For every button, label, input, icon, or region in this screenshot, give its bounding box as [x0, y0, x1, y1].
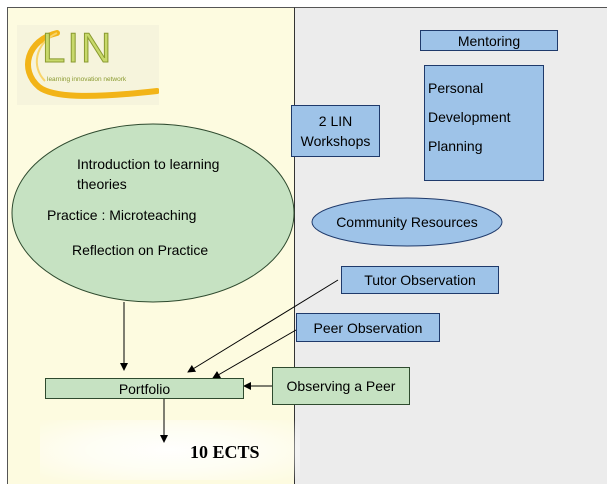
peer-observation-box: Peer Observation: [296, 313, 440, 342]
background-glow: [40, 420, 300, 480]
community-ellipse: [311, 197, 503, 247]
observing-peer-label: Observing a Peer: [286, 378, 396, 394]
arrow-tutor-to-portfolio: [187, 279, 339, 373]
ellipse-line-1: Introduction to learning: [77, 156, 220, 172]
tutor-observation-box: Tutor Observation: [341, 266, 499, 294]
logo-swoosh-icon: [25, 30, 159, 99]
mentoring-box: Mentoring: [420, 30, 558, 51]
ellipse-line-3: Practice : Microteaching: [47, 207, 197, 223]
observing-peer-box: Observing a Peer: [272, 367, 410, 405]
ellipse-line-2: theories: [77, 176, 127, 192]
main-ellipse: [11, 123, 295, 303]
mentoring-label: Mentoring: [457, 32, 521, 49]
pdp-line-3: Planning: [428, 138, 483, 154]
workshops-line-1: 2 LIN: [318, 113, 353, 129]
ects-label: 10 ECTS: [190, 442, 260, 462]
workshops-box: 2 LIN Workshops: [291, 105, 380, 157]
community-label: Community Resources: [336, 214, 478, 230]
lin-logo: [17, 25, 159, 105]
pdp-line-2: Development: [428, 109, 511, 125]
logo-letters: LIN: [41, 24, 114, 72]
portfolio-box: Portfolio: [45, 378, 244, 399]
tutor-observation-label: Tutor Observation: [364, 272, 476, 288]
logo-subtitle: learning innovation network: [47, 76, 127, 83]
pdp-box: Personal Development Planning: [424, 65, 544, 181]
peer-observation-label: Peer Observation: [313, 319, 423, 336]
portfolio-label: Portfolio: [118, 380, 171, 397]
pdp-line-1: Personal: [428, 80, 484, 96]
workshops-line-2: Workshops: [300, 133, 371, 149]
arrow-peer-to-portfolio: [212, 329, 297, 379]
ellipse-line-4: Reflection on Practice: [72, 242, 209, 258]
